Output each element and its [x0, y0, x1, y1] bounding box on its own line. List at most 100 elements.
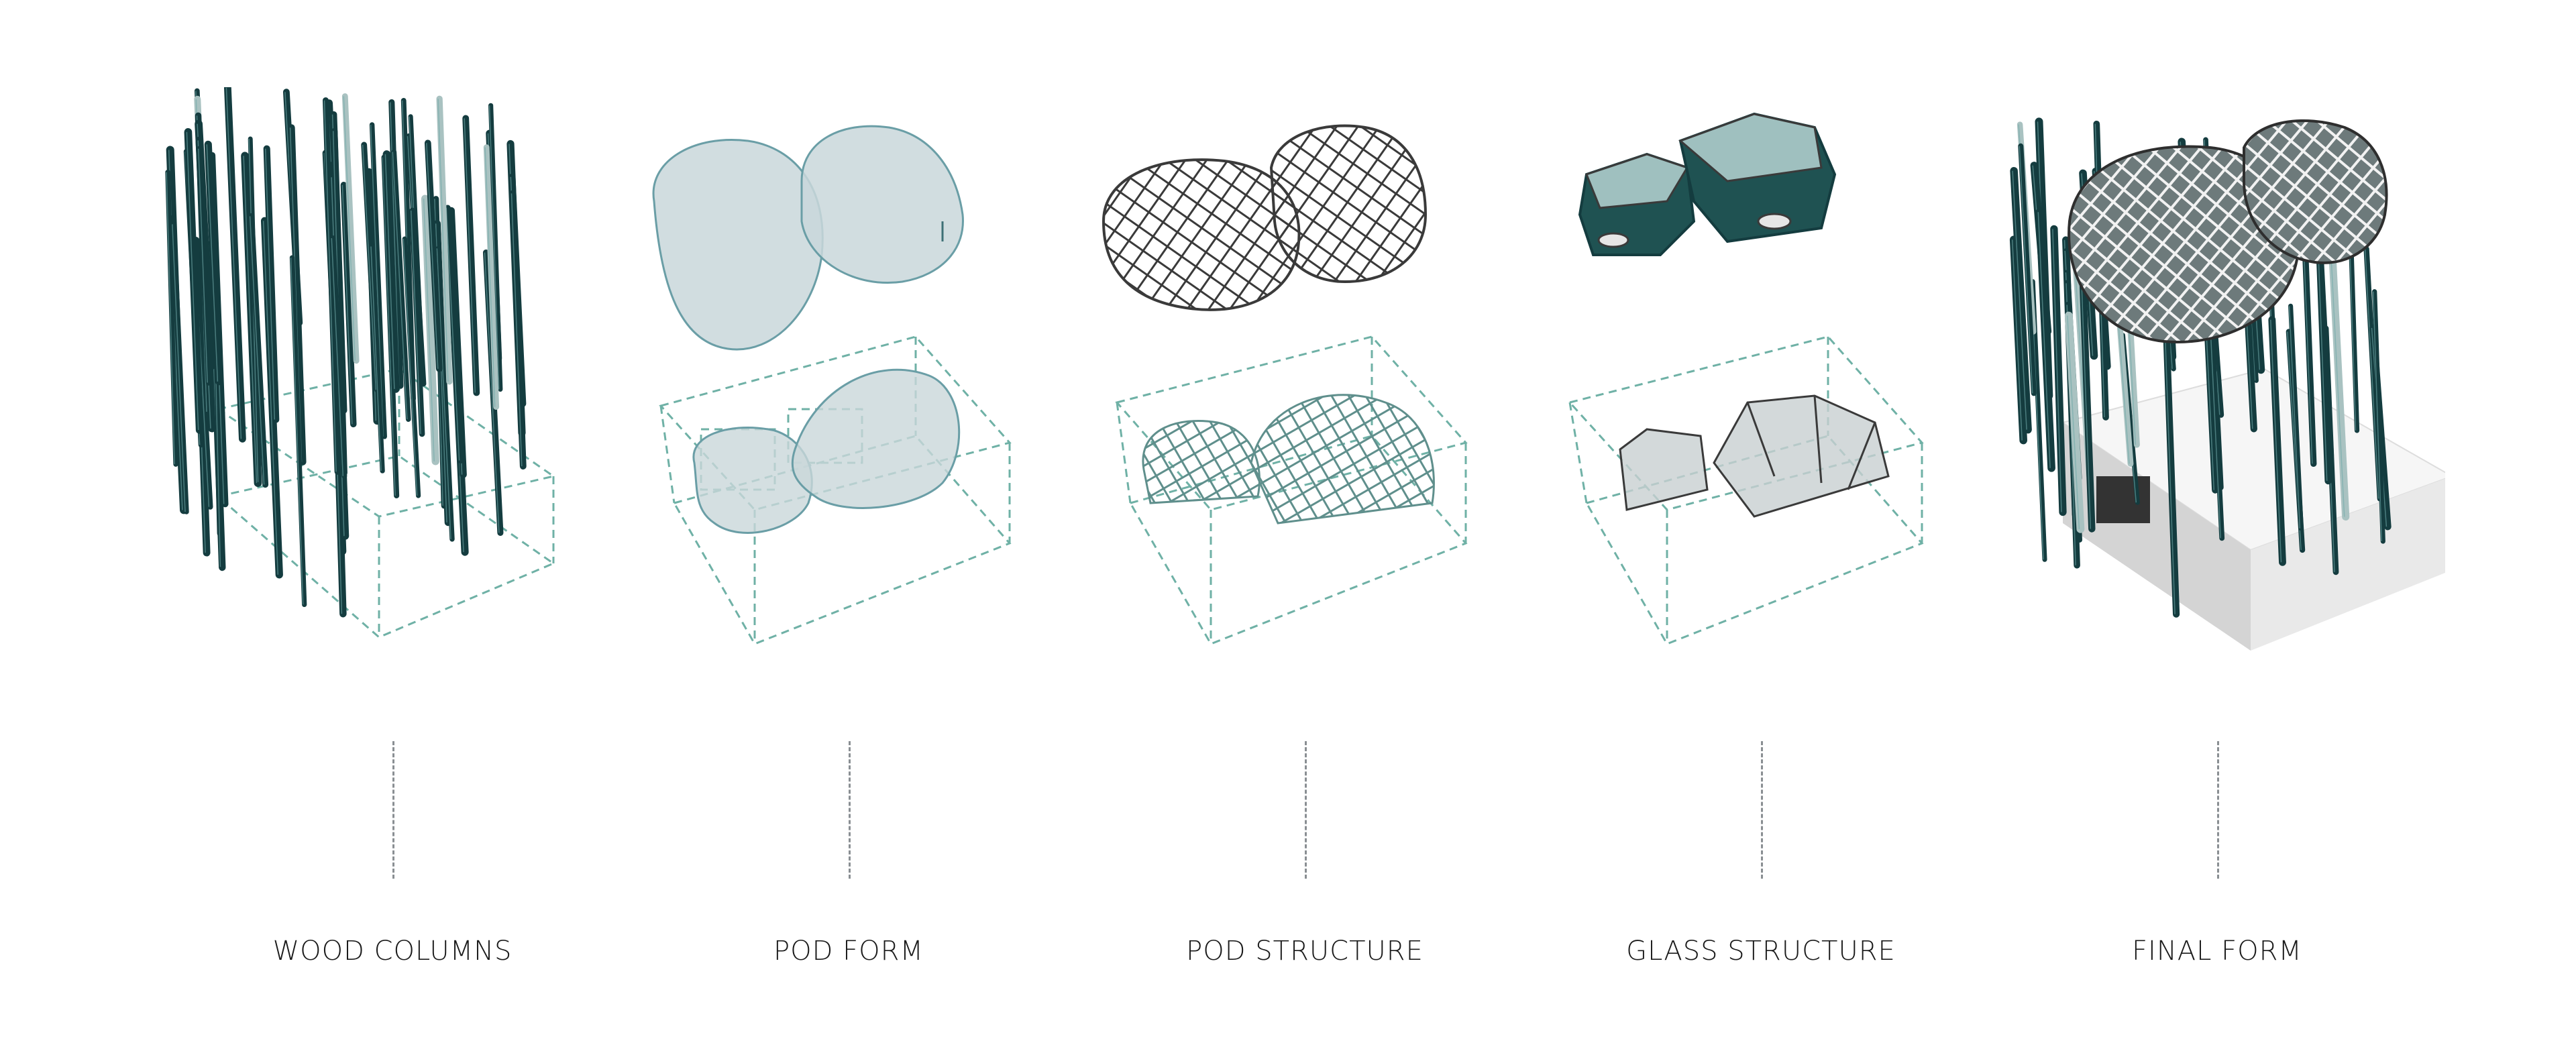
- wood-column: [369, 122, 387, 439]
- wood-column-highlight: [341, 184, 353, 425]
- wood-column-highlight: [166, 172, 175, 465]
- wood-column: [436, 95, 453, 385]
- wood-column-highlight: [2164, 320, 2176, 614]
- final-form-illustration: [2009, 117, 2445, 651]
- wood-column-highlight: [323, 100, 337, 472]
- wood-column: [444, 205, 464, 464]
- wood-column-highlight: [488, 105, 500, 390]
- wood-column-highlight: [243, 156, 258, 484]
- wood-column-highlight: [464, 118, 476, 393]
- wood-column-highlight: [290, 258, 304, 605]
- wood-column: [2018, 143, 2037, 396]
- wood-column-highlight: [370, 246, 382, 472]
- wood-column: [421, 195, 439, 465]
- wood-column-highlight: [331, 238, 344, 476]
- wood-column: [171, 221, 189, 514]
- step-pod-structure: POD STRUCTURE: [1077, 0, 1533, 1045]
- wood-column-highlight: [343, 96, 356, 361]
- wood-column-highlight: [2052, 229, 2062, 512]
- wood-column-highlight: [410, 210, 421, 435]
- wood-column: [248, 213, 269, 488]
- wood-column-highlight: [2330, 248, 2345, 517]
- wood-column-highlight: [2011, 239, 2023, 441]
- wood-column: [341, 93, 360, 364]
- wood-column: [2009, 235, 2028, 445]
- step-wood-columns: WOOD COLUMNS: [164, 0, 621, 1045]
- final-pod: [2068, 119, 2388, 344]
- wood-column-highlight: [384, 154, 395, 389]
- wood-column: [2050, 225, 2067, 516]
- wood-column-highlight: [402, 239, 418, 496]
- wood-column-highlight: [382, 157, 396, 496]
- leader-line: [1761, 741, 1763, 879]
- wood-column-highlight: [172, 224, 186, 512]
- column-group: [165, 87, 527, 618]
- wood-column: [488, 103, 503, 392]
- leader-line: [392, 741, 394, 879]
- wood-column-highlight: [2067, 315, 2080, 529]
- wood-column-highlight: [484, 252, 500, 533]
- wood-column: [435, 245, 455, 542]
- wood-column: [165, 169, 178, 467]
- wood-column-highlight: [186, 131, 199, 431]
- pod-structure-illustration: [1102, 124, 1468, 645]
- wood-column: [2010, 166, 2032, 434]
- leader-line: [2217, 741, 2219, 879]
- pod-upper: [652, 125, 964, 351]
- wood-column: [288, 124, 307, 465]
- wood-columns-illustration: [165, 87, 556, 639]
- wood-column-highlight: [426, 143, 439, 369]
- wood-column: [483, 144, 500, 410]
- wood-column: [2268, 316, 2286, 566]
- wood-column: [193, 245, 213, 510]
- wood-column: [2328, 244, 2350, 521]
- glass-shell-lower: [1619, 394, 1890, 518]
- glass-structure-illustration: [1568, 112, 1924, 645]
- wood-column: [391, 149, 411, 422]
- wood-column-highlight: [511, 193, 523, 467]
- step-label: POD FORM: [773, 936, 924, 967]
- wood-column: [382, 150, 400, 393]
- wood-column-highlight: [437, 99, 449, 382]
- wood-column: [462, 115, 480, 396]
- wood-column-highlight: [2372, 291, 2383, 542]
- pod-lower: [692, 368, 961, 534]
- wood-column-highlight: [2270, 319, 2282, 563]
- step-label: FINAL FORM: [2132, 936, 2302, 967]
- wood-column-highlight: [2288, 306, 2301, 529]
- pod-lattice-upper: [1102, 124, 1428, 311]
- step-final-form: FINAL FORM: [1989, 0, 2445, 1045]
- wood-column-highlight: [198, 148, 208, 383]
- wood-column-highlight: [445, 208, 460, 461]
- wood-column: [2064, 311, 2085, 533]
- wood-column: [2372, 289, 2385, 544]
- wood-column-highlight: [362, 144, 377, 390]
- wood-column: [424, 140, 443, 372]
- wood-column: [184, 127, 204, 434]
- wood-column-highlight: [262, 221, 279, 575]
- wood-column: [2035, 208, 2055, 472]
- wood-column-highlight: [2303, 243, 2313, 464]
- glass-shell-upper: [1578, 112, 1837, 256]
- wood-column: [509, 190, 527, 470]
- wood-column: [402, 236, 421, 498]
- wood-column: [263, 145, 280, 423]
- wood-column: [340, 182, 357, 428]
- wood-column-highlight: [2012, 170, 2027, 430]
- wood-column-highlight: [436, 248, 451, 539]
- wood-column: [2302, 240, 2317, 468]
- pod-form-illustration: [652, 125, 1012, 645]
- wood-column: [370, 243, 385, 474]
- wood-column-highlight: [206, 144, 219, 382]
- step-label: WOOD COLUMNS: [272, 936, 513, 967]
- step-label: GLASS STRUCTURE: [1626, 936, 1896, 967]
- wood-column-highlight: [370, 124, 384, 437]
- wood-column-highlight: [225, 87, 242, 439]
- wood-column: [224, 87, 246, 443]
- wood-column-highlight: [249, 216, 265, 485]
- wood-column-highlight: [2080, 244, 2092, 529]
- wood-column: [409, 207, 425, 437]
- wood-column: [330, 235, 347, 479]
- wood-column-highlight: [423, 199, 435, 461]
